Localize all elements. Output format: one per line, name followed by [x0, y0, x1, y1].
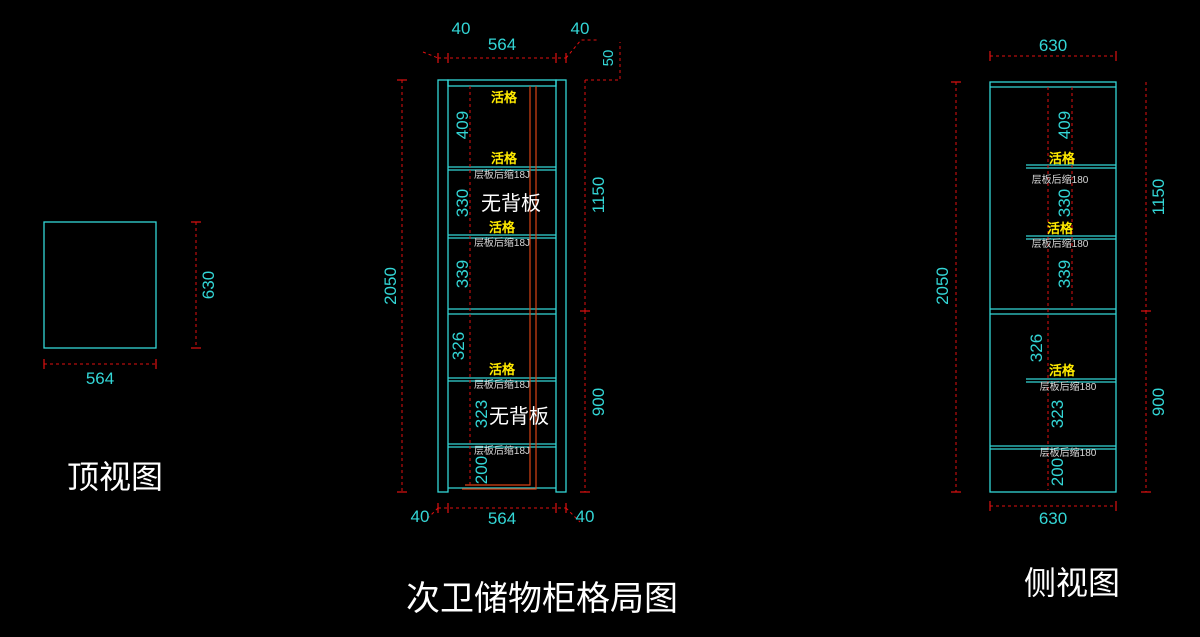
- front-spacing-1: 409: [453, 111, 472, 139]
- side-shelf-note-1: 层板后缩180: [1032, 173, 1089, 186]
- front-shelf-note-3: 层板后缩18J: [474, 378, 530, 391]
- front-upper-height: 1150: [589, 177, 608, 214]
- front-back-board-line-2: [462, 86, 537, 490]
- front-spacing-3: 339: [453, 260, 472, 288]
- side-spacing-2: 330: [1055, 189, 1074, 217]
- side-spacing-3: 339: [1055, 260, 1074, 288]
- side-top-dim: 630: [1039, 36, 1067, 55]
- front-shelf-note-2: 层板后缩18J: [474, 236, 530, 249]
- side-shelf-note-3: 层板后缩180: [1040, 380, 1097, 393]
- top-view-depth-dim: 630: [199, 271, 218, 299]
- front-no-back-label-1: 无背板: [481, 192, 541, 215]
- top-view-title: 顶视图: [67, 459, 163, 495]
- front-spacing-4: 326: [449, 332, 468, 360]
- front-bottom-dim-left: 40: [411, 507, 430, 526]
- front-top-dim-inner: 564: [488, 35, 516, 54]
- side-height-total: 2050: [933, 267, 952, 305]
- front-top-leader-right: [565, 39, 598, 59]
- side-view-title: 侧视图: [1024, 565, 1120, 601]
- front-view: 40 564 40 50 40 564 40 2050 1150 900 409…: [381, 19, 678, 618]
- side-outline: [989, 81, 1117, 493]
- side-shelf-note-4: 层板后缩180: [1040, 446, 1097, 459]
- front-top-leader-left: [422, 51, 439, 59]
- side-adjustable-label-1: 活格: [1049, 151, 1076, 166]
- front-shelf-note-1: 层板后缩18J: [474, 168, 530, 181]
- front-spacing-5: 323: [472, 400, 491, 428]
- front-top-dim-right: 40: [571, 19, 590, 38]
- side-lower-height: 900: [1149, 388, 1168, 416]
- front-view-title: 次卫储物柜格局图: [406, 580, 678, 618]
- top-view-outline: [43, 221, 157, 349]
- side-bottom-dim: 630: [1039, 509, 1067, 528]
- front-top-dim-thick: 50: [600, 50, 617, 67]
- front-height-total: 2050: [381, 267, 400, 305]
- side-spacing-4: 326: [1027, 334, 1046, 362]
- front-adjustable-label-3: 活格: [489, 220, 516, 235]
- front-no-back-label-2: 无背板: [489, 405, 549, 428]
- top-view-width-dim: 564: [86, 369, 114, 388]
- side-shelf-note-2: 层板后缩180: [1032, 237, 1089, 250]
- front-adjustable-label-1: 活格: [491, 90, 518, 105]
- front-adjustable-label-2: 活格: [491, 151, 518, 166]
- front-spacing-6: 200: [472, 456, 491, 484]
- front-top-thick-leader: [585, 42, 621, 81]
- front-top-dim-left: 40: [452, 19, 471, 38]
- side-adjustable-label-2: 活格: [1047, 221, 1074, 236]
- front-bottom-dim-right: 40: [576, 507, 595, 526]
- front-left-side-panel: [437, 79, 449, 493]
- side-spacing-6: 200: [1048, 458, 1067, 486]
- side-upper-height: 1150: [1149, 179, 1168, 216]
- top-view: 564 630 顶视图: [43, 221, 218, 495]
- front-right-side-panel: [555, 79, 567, 493]
- front-bottom-dim-inner: 564: [488, 509, 516, 528]
- front-spacing-2: 330: [453, 189, 472, 217]
- front-top-panel: [447, 79, 557, 87]
- front-shelf-note-4: 层板后缩18J: [474, 444, 530, 457]
- side-adjustable-label-3: 活格: [1049, 363, 1076, 378]
- front-adjustable-label-4: 活格: [489, 362, 516, 377]
- side-spacing-1: 409: [1055, 111, 1074, 139]
- side-view: 630 630 2050 1150 900 409 330 339 326 32…: [933, 36, 1168, 601]
- side-spacing-5: 323: [1048, 400, 1067, 428]
- front-lower-height: 900: [589, 388, 608, 416]
- front-back-board-line-1: [465, 86, 531, 486]
